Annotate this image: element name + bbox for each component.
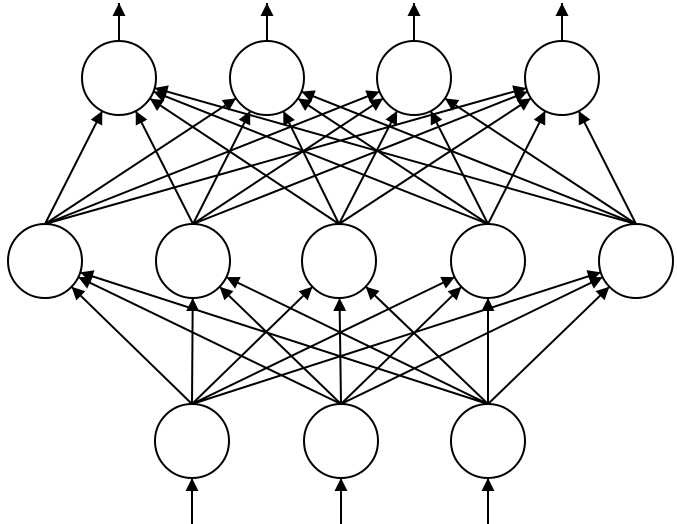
output-neuron-1 [229,40,305,116]
connection-input-2-to-hidden-1 [225,276,489,405]
connection-hidden-1-to-output-1 [192,110,252,225]
hidden-neuron-1 [155,223,231,299]
connection-hidden-0-to-output-0 [44,110,104,225]
connection-input-1-to-hidden-2 [333,297,347,405]
connection-hidden-4-to-output-3 [577,110,637,225]
connection-input-0-to-hidden-1 [186,297,200,405]
io-arrows [112,3,569,524]
hidden-neuron-2 [301,223,377,299]
connection-input-2-to-hidden-2 [364,285,489,405]
input-neuron-2 [450,403,526,479]
connection-hidden-0-to-output-1 [44,97,237,225]
hidden-neuron-3 [450,223,526,299]
connections [44,85,637,405]
connection-input-0-to-hidden-4 [191,270,602,405]
output-neuron-3 [524,40,600,116]
connection-hidden-3-to-output-0 [153,90,489,225]
connection-hidden-3-to-output-3 [487,110,547,225]
hidden-neuron-0 [7,223,83,299]
connection-hidden-1-to-output-0 [134,110,194,225]
connection-hidden-4-to-output-0 [154,85,637,225]
connection-hidden-4-to-output-2 [444,97,637,225]
connection-input-1-to-hidden-4 [340,276,604,405]
connection-input-0-to-hidden-3 [191,276,456,405]
connection-input-0-to-hidden-2 [191,286,314,405]
connection-input-1-to-hidden-3 [340,286,463,405]
connection-hidden-1-to-output-3 [192,90,528,225]
connection-hidden-3-to-output-2 [429,110,489,225]
neurons [7,40,674,479]
output-neuron-0 [81,40,157,116]
connection-input-2-to-hidden-0 [79,270,489,405]
connection-input-2-to-hidden-4 [487,285,611,405]
connection-hidden-2-to-output-3 [338,97,532,225]
input-neuron-0 [154,403,230,479]
connection-hidden-2-to-output-2 [338,110,398,225]
connection-hidden-1-to-output-2 [192,97,384,225]
connection-input-0-to-hidden-0 [70,286,193,405]
connection-hidden-0-to-output-2 [44,90,380,225]
input-neuron-1 [303,403,379,479]
connection-hidden-4-to-output-1 [301,90,637,225]
connection-hidden-2-to-output-1 [282,110,340,225]
hidden-neuron-4 [598,223,674,299]
connection-hidden-3-to-output-1 [297,97,489,225]
connection-input-1-to-hidden-0 [77,276,342,405]
output-neuron-2 [376,40,452,116]
connection-hidden-2-to-output-0 [149,97,340,225]
connection-input-1-to-hidden-1 [218,285,342,405]
